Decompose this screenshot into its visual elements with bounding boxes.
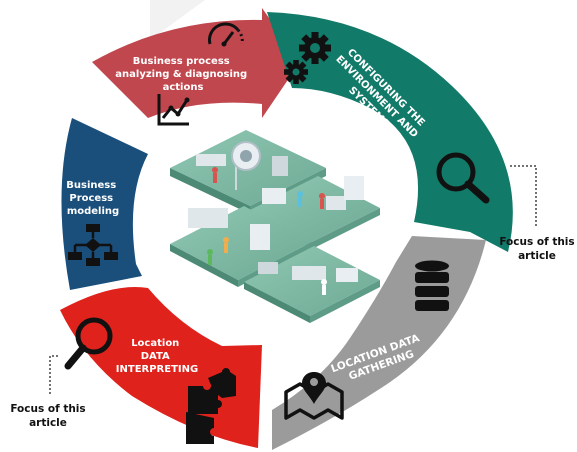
analyzing-line: actions — [163, 82, 204, 93]
speedometer-icon — [208, 22, 244, 47]
left-focus-note: Focus of this article — [0, 402, 96, 430]
background-wedge — [150, 0, 205, 40]
analyzing-line: Business process — [133, 56, 230, 67]
modeling-label: Business Process modeling — [66, 180, 119, 217]
interpreting-line: DATA — [141, 351, 170, 362]
analyzing-line: analyzing & diagnosing — [115, 69, 247, 80]
puzzle-icon — [186, 368, 236, 444]
right-focus-line: article — [518, 250, 556, 262]
magnifier-icon — [64, 317, 113, 370]
right-callout-connector — [510, 165, 537, 226]
right-focus-line: Focus of this — [499, 236, 575, 248]
segment-analyzing-actions — [92, 8, 300, 118]
segment-business-process-modeling — [61, 118, 148, 290]
database-icon — [415, 260, 449, 311]
magnifier-icon — [436, 152, 490, 204]
gears-icon — [284, 32, 331, 84]
right-focus-note: Focus of this article — [486, 235, 577, 263]
left-focus-line: article — [29, 417, 67, 429]
modeling-line: Process — [69, 193, 113, 204]
modeling-line: Business — [66, 180, 116, 191]
analyzing-label: Business process analyzing & diagnosing … — [115, 56, 250, 93]
modeling-line: modeling — [67, 206, 119, 217]
line-chart-icon — [157, 94, 190, 126]
interpreting-line: INTERPRETING — [116, 364, 198, 375]
interpreting-label: Location DATA INTERPRETING — [116, 338, 198, 375]
flowchart-icon — [68, 224, 118, 266]
interpreting-line: Location — [131, 338, 179, 349]
left-focus-line: Focus of this — [10, 403, 86, 415]
left-callout-connector — [49, 355, 58, 394]
map-pin-icon — [284, 372, 344, 420]
segment-configuring-environment — [267, 12, 513, 252]
hospital-isometric-illustration — [170, 130, 380, 323]
